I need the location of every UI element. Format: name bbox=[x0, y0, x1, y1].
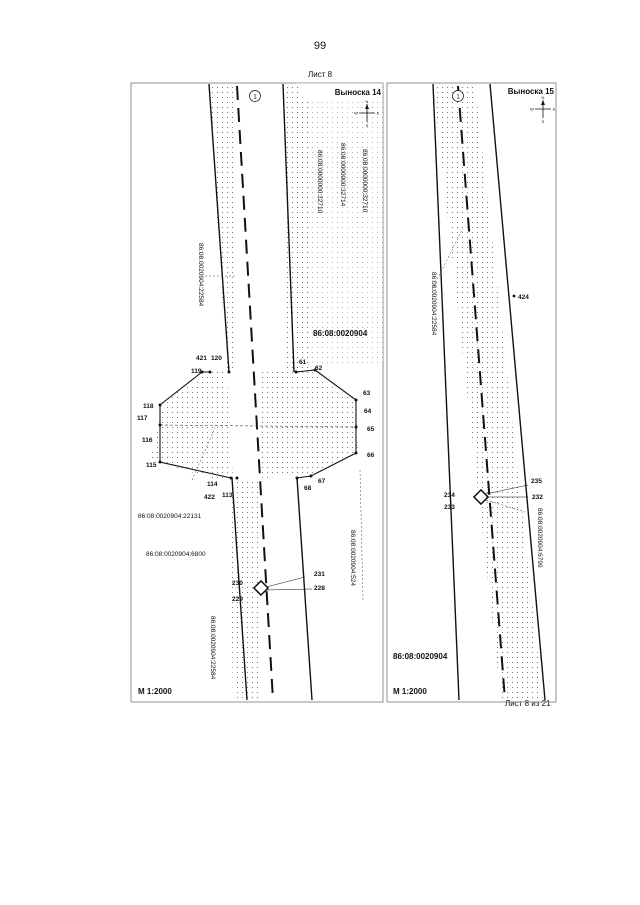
callout-title: Выноска 15 bbox=[508, 87, 555, 96]
point-label: 68 bbox=[304, 485, 312, 492]
point-label: 117 bbox=[137, 415, 148, 422]
road-edge-left bbox=[432, 83, 460, 701]
svg-text:W: W bbox=[530, 107, 534, 112]
panel-frame bbox=[386, 82, 557, 703]
parcel-label: 86:08:0020904:6799 bbox=[536, 508, 543, 568]
point-label: 229 bbox=[232, 596, 243, 603]
parcel-label: 86:08:0020904:22584 bbox=[197, 243, 204, 307]
parcel-label: 86:08:0020904:22584 bbox=[430, 272, 437, 336]
parcel-line-right bbox=[359, 469, 364, 601]
callout-panel-14: 1 Выноска 14 N S W E 86:08:0000000:32710… bbox=[130, 82, 384, 703]
parcel-label: 86:08:0020904:6800 bbox=[146, 551, 206, 558]
svg-text:N: N bbox=[366, 99, 369, 104]
compass-icon: N S W E bbox=[530, 95, 556, 124]
point-label: 63 bbox=[363, 390, 371, 397]
point-label: 424 bbox=[518, 294, 529, 301]
point-label: 113 bbox=[222, 492, 233, 499]
svg-text:E: E bbox=[377, 111, 380, 116]
page-number: 99 bbox=[313, 40, 327, 52]
svg-text:N: N bbox=[542, 95, 545, 100]
point-label: 120 bbox=[211, 355, 222, 362]
svg-text:E: E bbox=[553, 107, 556, 112]
parcel-line-cross bbox=[159, 424, 357, 428]
parcel-leader bbox=[191, 427, 216, 481]
road-sign-diamond bbox=[472, 488, 490, 506]
point-label: 115 bbox=[146, 462, 157, 469]
callout-panel-15: 1 Выноска 15 N S W E 86:08:0020904:22584… bbox=[386, 82, 557, 703]
panel-frame bbox=[130, 82, 384, 703]
parcel-label: 86:08:0020904:22131 bbox=[138, 513, 202, 520]
point-label: 233 bbox=[444, 504, 455, 511]
quarter-label: 86:08:0020904 bbox=[393, 652, 448, 661]
parcel-label: 86:08:0020904:22584 bbox=[209, 616, 216, 680]
point-label: 235 bbox=[531, 478, 542, 485]
road-number: 1 bbox=[253, 95, 257, 101]
parcel-label: 86:08:0020904:524 bbox=[349, 530, 356, 586]
road-edge-right bbox=[489, 83, 546, 701]
road-edge-left-south bbox=[231, 477, 248, 701]
svg-text:S: S bbox=[366, 123, 369, 128]
point-label: 65 bbox=[367, 426, 375, 433]
sheet-title: Лист 8 bbox=[307, 70, 333, 79]
point-label: 61 bbox=[299, 359, 307, 366]
point-label: 421 bbox=[196, 355, 207, 362]
callout-title: Выноска 14 bbox=[335, 88, 382, 97]
road-fill bbox=[433, 84, 543, 700]
point-label: 67 bbox=[318, 478, 326, 485]
point-label: 118 bbox=[143, 403, 154, 410]
road-edge-left-north bbox=[208, 83, 230, 373]
point-label: 62 bbox=[315, 365, 323, 372]
road-number-circle bbox=[249, 90, 261, 102]
svg-text:W: W bbox=[354, 111, 358, 116]
point-label: 116 bbox=[142, 437, 153, 444]
road-centerline bbox=[457, 85, 506, 701]
svg-text:S: S bbox=[542, 119, 545, 124]
compass-icon: N S W E bbox=[354, 99, 380, 128]
vertex-markers bbox=[158, 368, 358, 480]
sheet-count: Лист 8 из 21 bbox=[505, 699, 551, 708]
point-label: 234 bbox=[444, 492, 455, 499]
scale-label: М 1:2000 bbox=[393, 687, 427, 696]
road-edge-right-north bbox=[282, 83, 295, 373]
road-sign-diamond bbox=[252, 579, 270, 597]
point-label: 66 bbox=[367, 452, 375, 459]
road-number: 1 bbox=[456, 95, 460, 101]
point-label: 231 bbox=[314, 571, 325, 578]
point-label: 422 bbox=[204, 494, 215, 501]
scale-label: М 1:2000 bbox=[138, 687, 172, 696]
point-label: 232 bbox=[532, 494, 543, 501]
road-fill bbox=[150, 84, 358, 700]
point-label: 228 bbox=[314, 585, 325, 592]
quarter-label: 86:08:0020904 bbox=[313, 329, 368, 338]
point-label: 119 bbox=[191, 368, 202, 375]
point-label: 114 bbox=[207, 481, 218, 488]
point-label: 64 bbox=[364, 408, 372, 415]
parcel-label: 86:08:0000000:32710 bbox=[316, 150, 323, 214]
point-label: 230 bbox=[232, 580, 243, 587]
road-number-circle bbox=[452, 90, 464, 102]
parcel-label: 86:08:0000000:32714 bbox=[339, 143, 346, 207]
road-centerline bbox=[236, 85, 274, 701]
parcel-label: 86:08:0000000:32710 bbox=[361, 149, 368, 213]
